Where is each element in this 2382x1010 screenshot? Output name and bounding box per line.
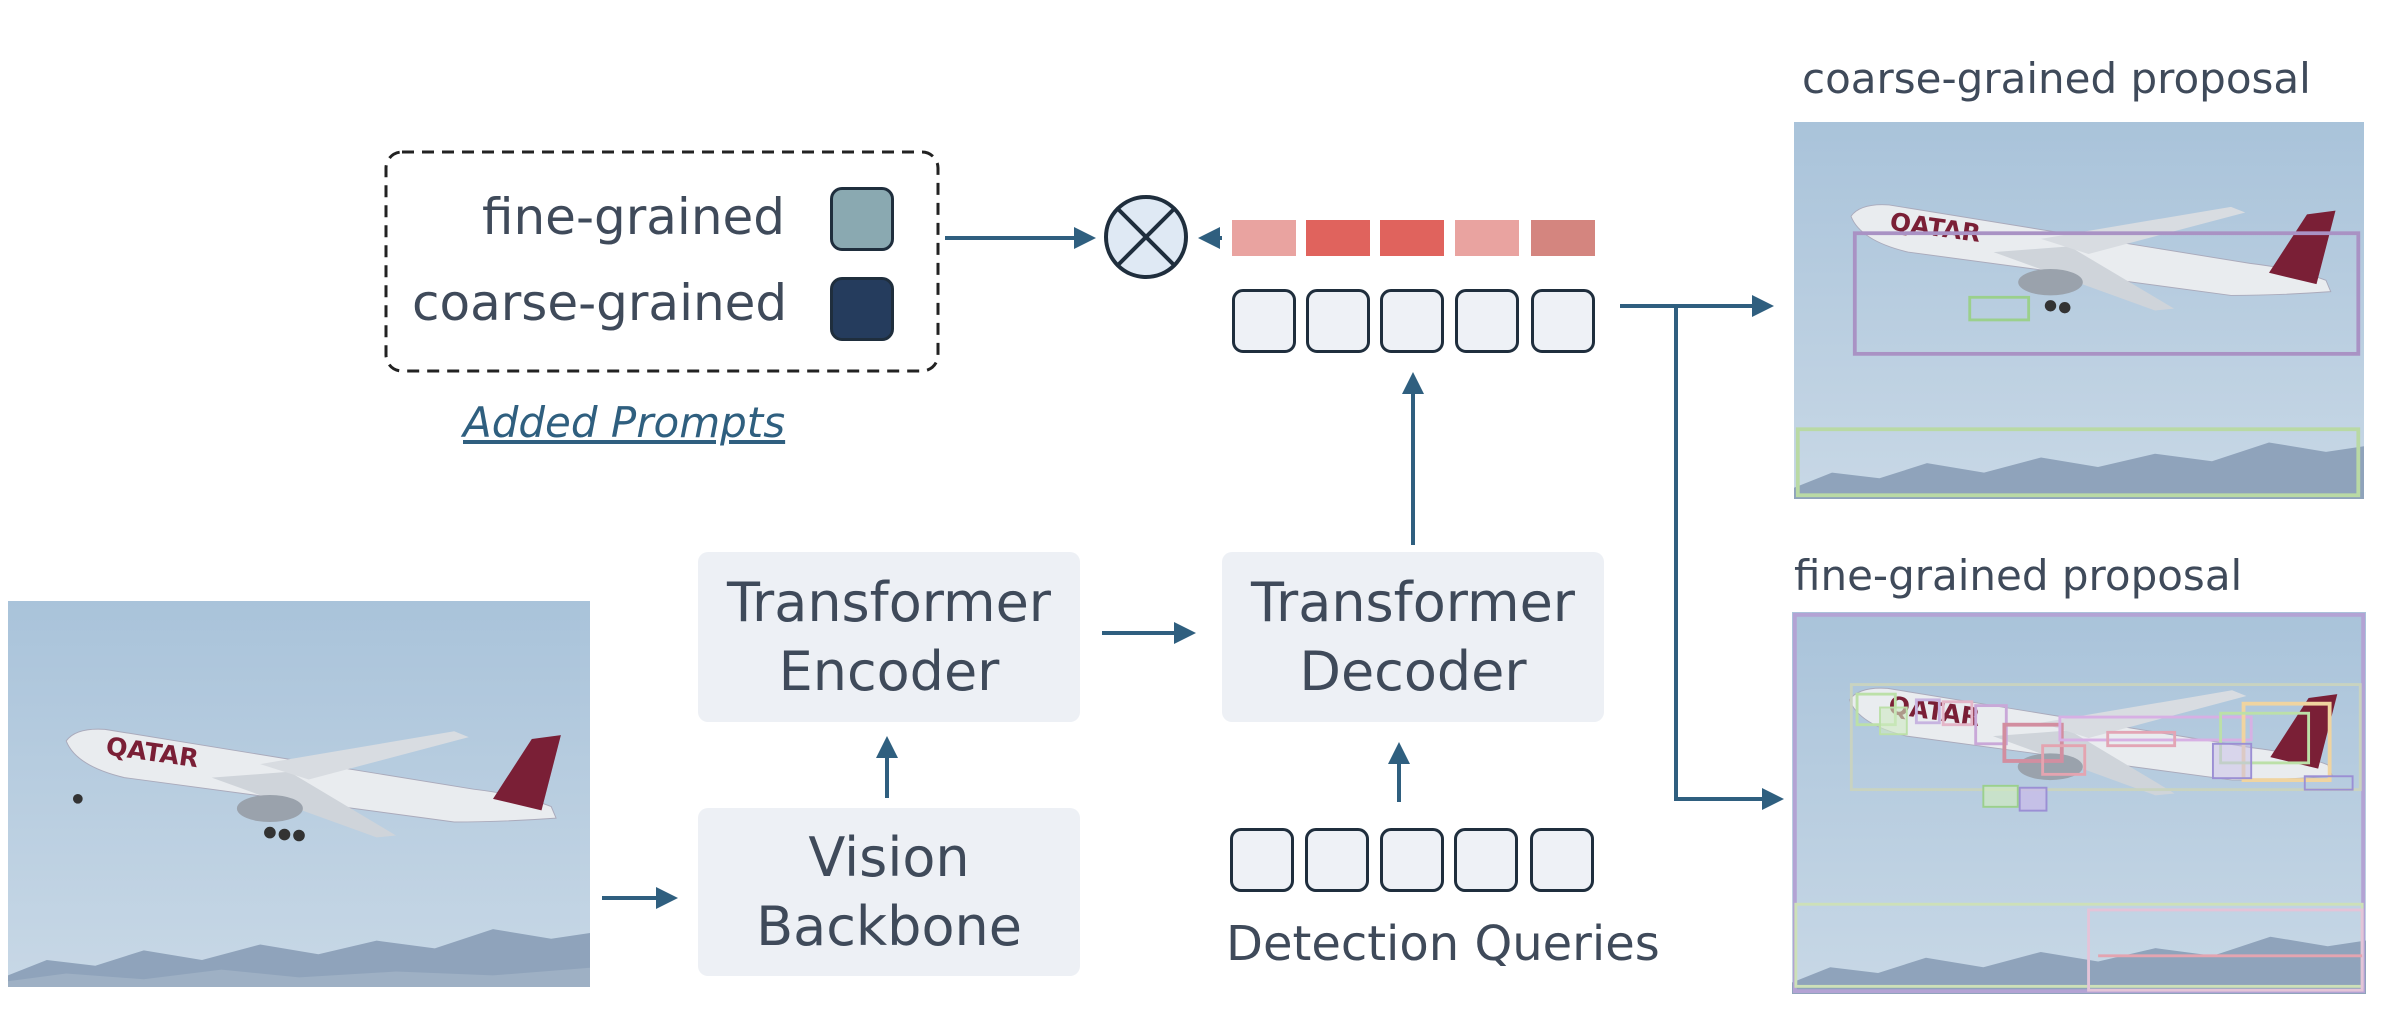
query-token xyxy=(1230,828,1294,892)
input-airplane-photo: QATAR xyxy=(8,601,590,987)
output-token xyxy=(1232,289,1296,353)
score-bar xyxy=(1455,220,1519,256)
vision-backbone-box: Vision Backbone xyxy=(698,808,1080,976)
added-prompts-caption: Added Prompts xyxy=(463,398,786,447)
score-bar xyxy=(1232,220,1296,256)
fine-grained-swatch xyxy=(830,187,894,251)
fine-grained-label: fine-grained xyxy=(482,188,786,246)
score-bar xyxy=(1380,220,1444,256)
decoder-line1: Transformer xyxy=(1250,570,1576,634)
output-token xyxy=(1306,289,1370,353)
query-token xyxy=(1454,828,1518,892)
coarse-grained-label: coarse-grained xyxy=(412,274,788,332)
score-bar xyxy=(1306,220,1370,256)
query-token xyxy=(1380,828,1444,892)
encoder-line1: Transformer xyxy=(726,570,1052,634)
output-token xyxy=(1531,289,1595,353)
fine-proposal-title: fine-grained proposal xyxy=(1794,551,2243,600)
transformer-encoder-box: Transformer Encoder xyxy=(698,552,1080,722)
score-bar xyxy=(1531,220,1595,256)
output-token xyxy=(1455,289,1519,353)
coarse-proposal-photo: QATAR xyxy=(1794,122,2364,499)
prompts-frame xyxy=(384,150,940,373)
query-token xyxy=(1305,828,1369,892)
decoder-line2: Decoder xyxy=(1299,640,1527,703)
detection-queries-label: Detection Queries xyxy=(1226,916,1660,972)
coarse-grained-swatch xyxy=(830,277,894,341)
output-token xyxy=(1380,289,1444,353)
arrow-tokens-to-fine xyxy=(1674,306,1784,810)
query-token xyxy=(1530,828,1594,892)
backbone-line2: Backbone xyxy=(756,895,1022,958)
circled-times-icon xyxy=(1104,195,1188,279)
fine-proposal-photo: QATAR xyxy=(1792,612,2366,994)
coarse-proposal-title: coarse-grained proposal xyxy=(1802,54,2311,103)
encoder-line2: Encoder xyxy=(778,640,1000,703)
backbone-line1: Vision xyxy=(808,825,970,889)
transformer-decoder-box: Transformer Decoder xyxy=(1222,552,1604,722)
